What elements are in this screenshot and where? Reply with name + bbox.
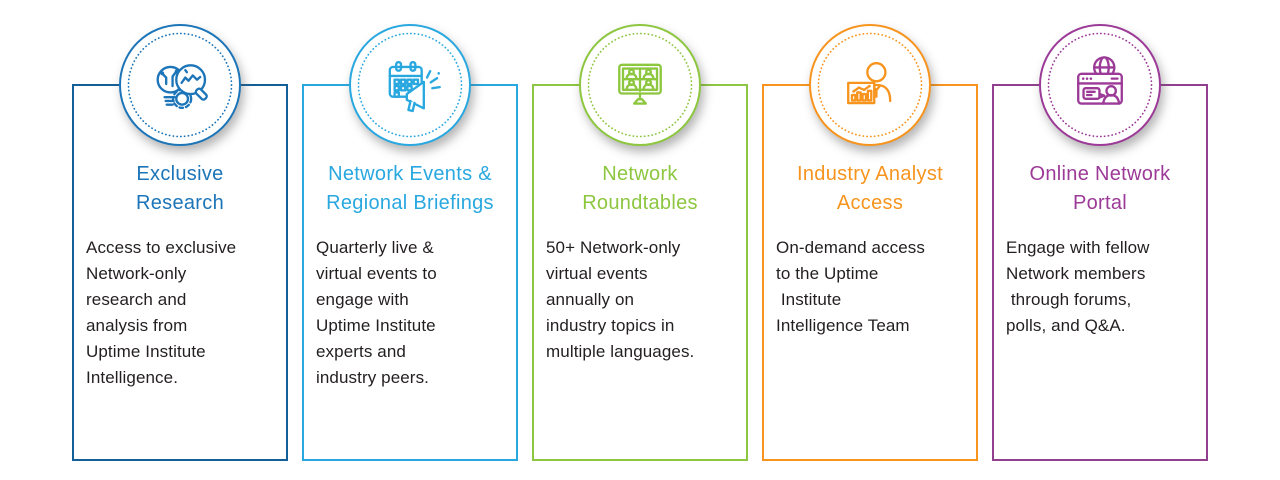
card-title: Online Network Portal	[1029, 163, 1171, 214]
card-icon-badge	[1039, 24, 1161, 146]
card-description: On-demand access to the Uptime Institute…	[776, 238, 926, 335]
card-title: Industry Analyst Access	[797, 163, 943, 214]
benefit-card-industry-analyst-access: Industry Analyst Access On-demand access…	[762, 24, 978, 461]
card-description: 50+ Network-only virtual events annually…	[546, 238, 695, 361]
card-icon-badge	[579, 24, 701, 146]
card-icon-badge	[809, 24, 931, 146]
portal-icon	[1077, 56, 1123, 105]
research-icon	[156, 64, 208, 110]
dotted-ring	[357, 32, 463, 138]
card-title: Network Events & Regional Briefings	[326, 163, 494, 214]
card-description: Quarterly live & virtual events to engag…	[316, 238, 437, 387]
dotted-ring	[127, 32, 233, 138]
card-description: Access to exclusive Network-only researc…	[86, 238, 237, 387]
dotted-ring	[1047, 32, 1153, 138]
analyst-icon	[847, 62, 892, 105]
events-icon	[388, 60, 441, 113]
benefit-card-exclusive-research: Exclusive Research Access to exclusive N…	[72, 24, 288, 461]
card-description: Engage with fellow Network members throu…	[1006, 238, 1150, 335]
card-title: Exclusive Research	[136, 163, 224, 214]
benefit-card-network-events: Network Events & Regional Briefings Quar…	[302, 24, 518, 461]
dotted-ring	[817, 32, 923, 138]
dotted-ring	[587, 32, 693, 138]
card-title: Network Roundtables	[582, 163, 698, 214]
video-call-icon	[618, 63, 662, 105]
card-icon-badge	[119, 24, 241, 146]
benefit-card-network-roundtables: Network Roundtables 50+ Network-only vir…	[532, 24, 748, 461]
card-icon-badge	[349, 24, 471, 146]
benefit-card-online-network-portal: Online Network Portal Engage with fellow…	[992, 24, 1208, 461]
